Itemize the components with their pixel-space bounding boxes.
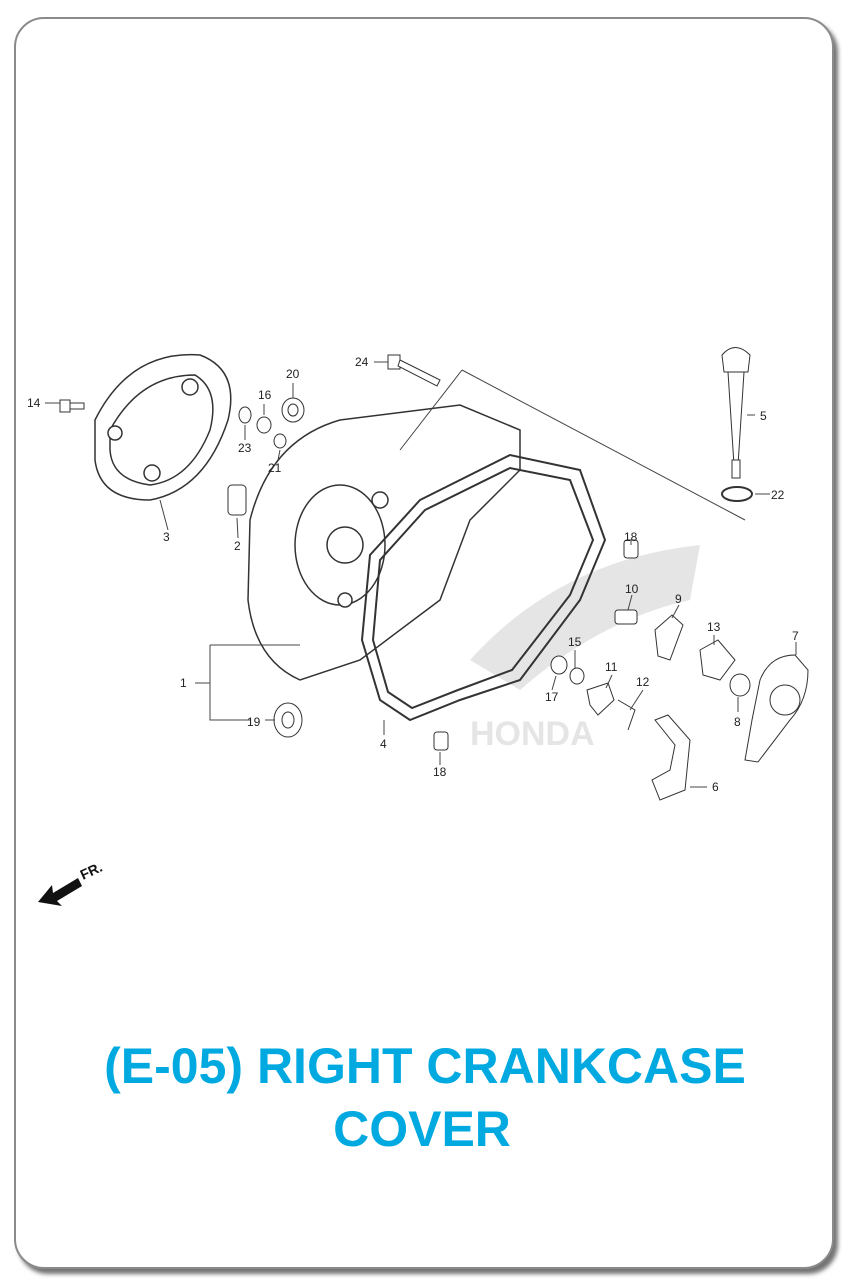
part-14-bolt xyxy=(59,399,85,413)
callout-1: 1 xyxy=(180,676,187,690)
callout-10: 10 xyxy=(625,582,639,596)
callout-20: 20 xyxy=(286,367,300,381)
parts-oil-pump-assembly xyxy=(273,609,809,801)
front-direction-label: FR. xyxy=(78,859,105,883)
callout-17: 17 xyxy=(545,690,559,704)
callout-9: 9 xyxy=(675,592,682,606)
callout-22: 22 xyxy=(771,488,785,502)
part-1-right-crankcase-cover xyxy=(247,404,521,681)
callout-5: 5 xyxy=(760,409,767,423)
callout-18: 18 xyxy=(624,530,638,544)
callout-2: 2 xyxy=(234,539,241,553)
diagram-title-line-2: COVER xyxy=(333,1101,511,1157)
part-24-bolt xyxy=(387,354,441,387)
part-3-clutch-cover xyxy=(94,353,232,501)
callout-8: 8 xyxy=(734,715,741,729)
callout-18-lower: 18 xyxy=(433,765,447,779)
callout-15: 15 xyxy=(568,635,582,649)
callout-labels: 14 3 23 16 20 21 2 24 5 22 18 10 9 13 7 … xyxy=(27,355,799,794)
callout-11: 11 xyxy=(605,660,618,674)
callout-24: 24 xyxy=(355,355,369,369)
callout-14: 14 xyxy=(27,396,41,410)
parts-seals-bearings xyxy=(227,397,305,516)
part-4-gasket xyxy=(360,453,607,722)
svg-text:HONDA: HONDA xyxy=(470,715,595,753)
callout-21: 21 xyxy=(268,461,282,475)
part-5-oil-dipstick xyxy=(721,347,751,479)
callout-7: 7 xyxy=(792,629,799,643)
callout-6: 6 xyxy=(712,780,719,794)
callout-12: 12 xyxy=(636,675,650,689)
part-18-dowel-pins xyxy=(433,539,639,751)
diagram-title-line-1: (E-05) RIGHT CRANKCASE xyxy=(104,1038,746,1094)
callout-19: 19 xyxy=(247,715,261,729)
front-direction-arrow-icon: FR. xyxy=(38,859,105,906)
callout-23: 23 xyxy=(238,441,252,455)
callout-4: 4 xyxy=(380,737,387,751)
part-22-o-ring xyxy=(721,486,753,502)
callout-16: 16 xyxy=(258,388,272,402)
honda-watermark: HONDA xyxy=(470,545,700,753)
diagram-card xyxy=(14,17,834,1269)
leader-lines xyxy=(45,361,797,788)
callout-13: 13 xyxy=(707,620,721,634)
callout-3: 3 xyxy=(163,530,170,544)
